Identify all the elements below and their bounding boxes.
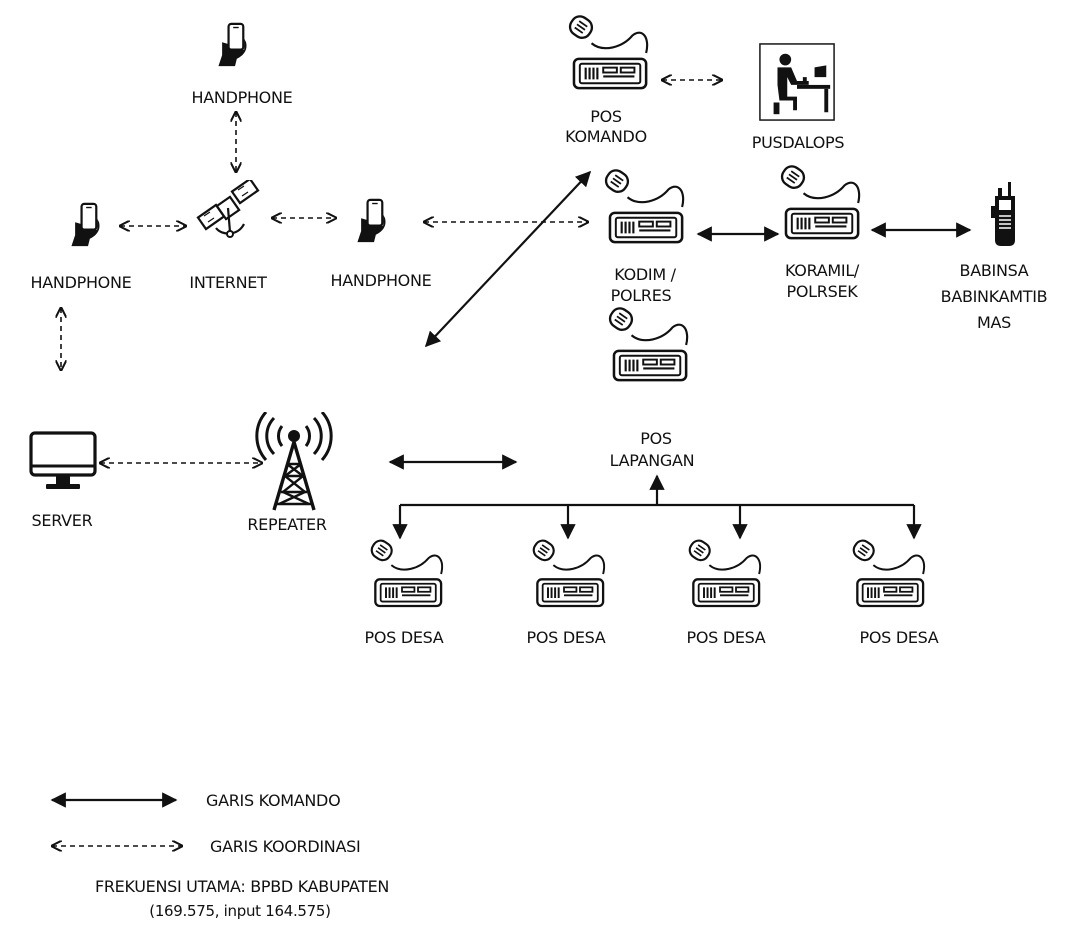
node-label-line1: KODIM / [614,265,676,284]
radio-transceiver-icon [568,14,649,90]
node-pos-desa-3: POS DESA [687,538,766,647]
hand-phone-icon [217,22,248,68]
radio-transceiver-icon [532,538,606,608]
node-pusdalops: PUSDALOPS [752,43,845,152]
node-label-line1: BABINSA [960,261,1029,280]
node-label: INTERNET [189,273,267,292]
legend-koordinasi-label: GARIS KOORDINASI [210,837,360,856]
pos-lapangan-distribution-tree [392,474,922,540]
monitor-icon [29,431,97,491]
node-label-line1: POS [590,107,622,126]
node-label: HANDPHONE [31,273,132,292]
node-label: POS DESA [687,628,766,647]
walkie-talkie-icon [990,182,1016,247]
node-label-line2: POLRSEK [787,282,859,301]
node-pos-komando: POS KOMANDO [565,14,649,146]
node-pos-lapangan: POS LAPANGAN [610,429,695,470]
node-handphone-mid: HANDPHONE [331,198,432,290]
node-kodim-extra-radio [608,306,689,382]
legend-frequency-line1: FREKUENSI UTAMA: BPBD KABUPATEN [95,877,389,896]
node-handphone-left: HANDPHONE [31,202,132,292]
radio-transceiver-icon [688,538,762,608]
node-pos-desa-4: POS DESA [852,538,939,647]
node-label: HANDPHONE [192,88,293,107]
legend: GARIS KOMANDO GARIS KOORDINASI FREKUENSI… [50,791,389,920]
radio-transceiver-icon [608,306,689,382]
node-label-line2: LAPANGAN [610,451,695,470]
node-label-line2: KOMANDO [565,127,647,146]
operator-desk-icon [759,43,835,121]
hand-phone-icon [70,202,101,248]
node-pos-desa-1: POS DESA [365,538,444,647]
node-label-line2: POLRES [611,286,672,305]
node-kodim-polres: KODIM / POLRES [604,168,685,305]
legend-komando-label: GARIS KOMANDO [206,791,340,810]
node-repeater: REPEATER [247,412,333,534]
node-babinsa: BABINSA BABINKAMTIB MAS [941,182,1048,332]
legend-frequency-line2: (169.575, input 164.575) [149,902,330,920]
node-label: REPEATER [247,515,326,534]
node-pos-desa-2: POS DESA [527,538,606,647]
node-label: POS DESA [365,628,444,647]
antenna-tower-icon [255,412,333,512]
radio-transceiver-icon [852,538,926,608]
node-label: HANDPHONE [331,271,432,290]
node-label: POS DESA [860,628,939,647]
node-handphone-top: HANDPHONE [192,22,293,107]
hand-phone-icon [356,198,387,244]
node-label: PUSDALOPS [752,133,845,152]
node-koramil-polsek: KORAMIL/ POLRSEK [780,164,861,301]
node-internet: INTERNET [189,180,267,292]
link-komando-diagonal [424,170,592,348]
radio-transceiver-icon [780,164,861,240]
radio-transceiver-icon [370,538,444,608]
node-server: SERVER [29,431,97,530]
radio-transceiver-icon [604,168,685,244]
node-label-line3: MAS [977,313,1011,332]
node-label: SERVER [32,511,93,530]
node-label-line1: KORAMIL/ [785,261,860,280]
node-label-line2: BABINKAMTIB [941,287,1048,306]
node-label-line1: POS [640,429,672,448]
satellite-icon [196,180,260,239]
node-label: POS DESA [527,628,606,647]
